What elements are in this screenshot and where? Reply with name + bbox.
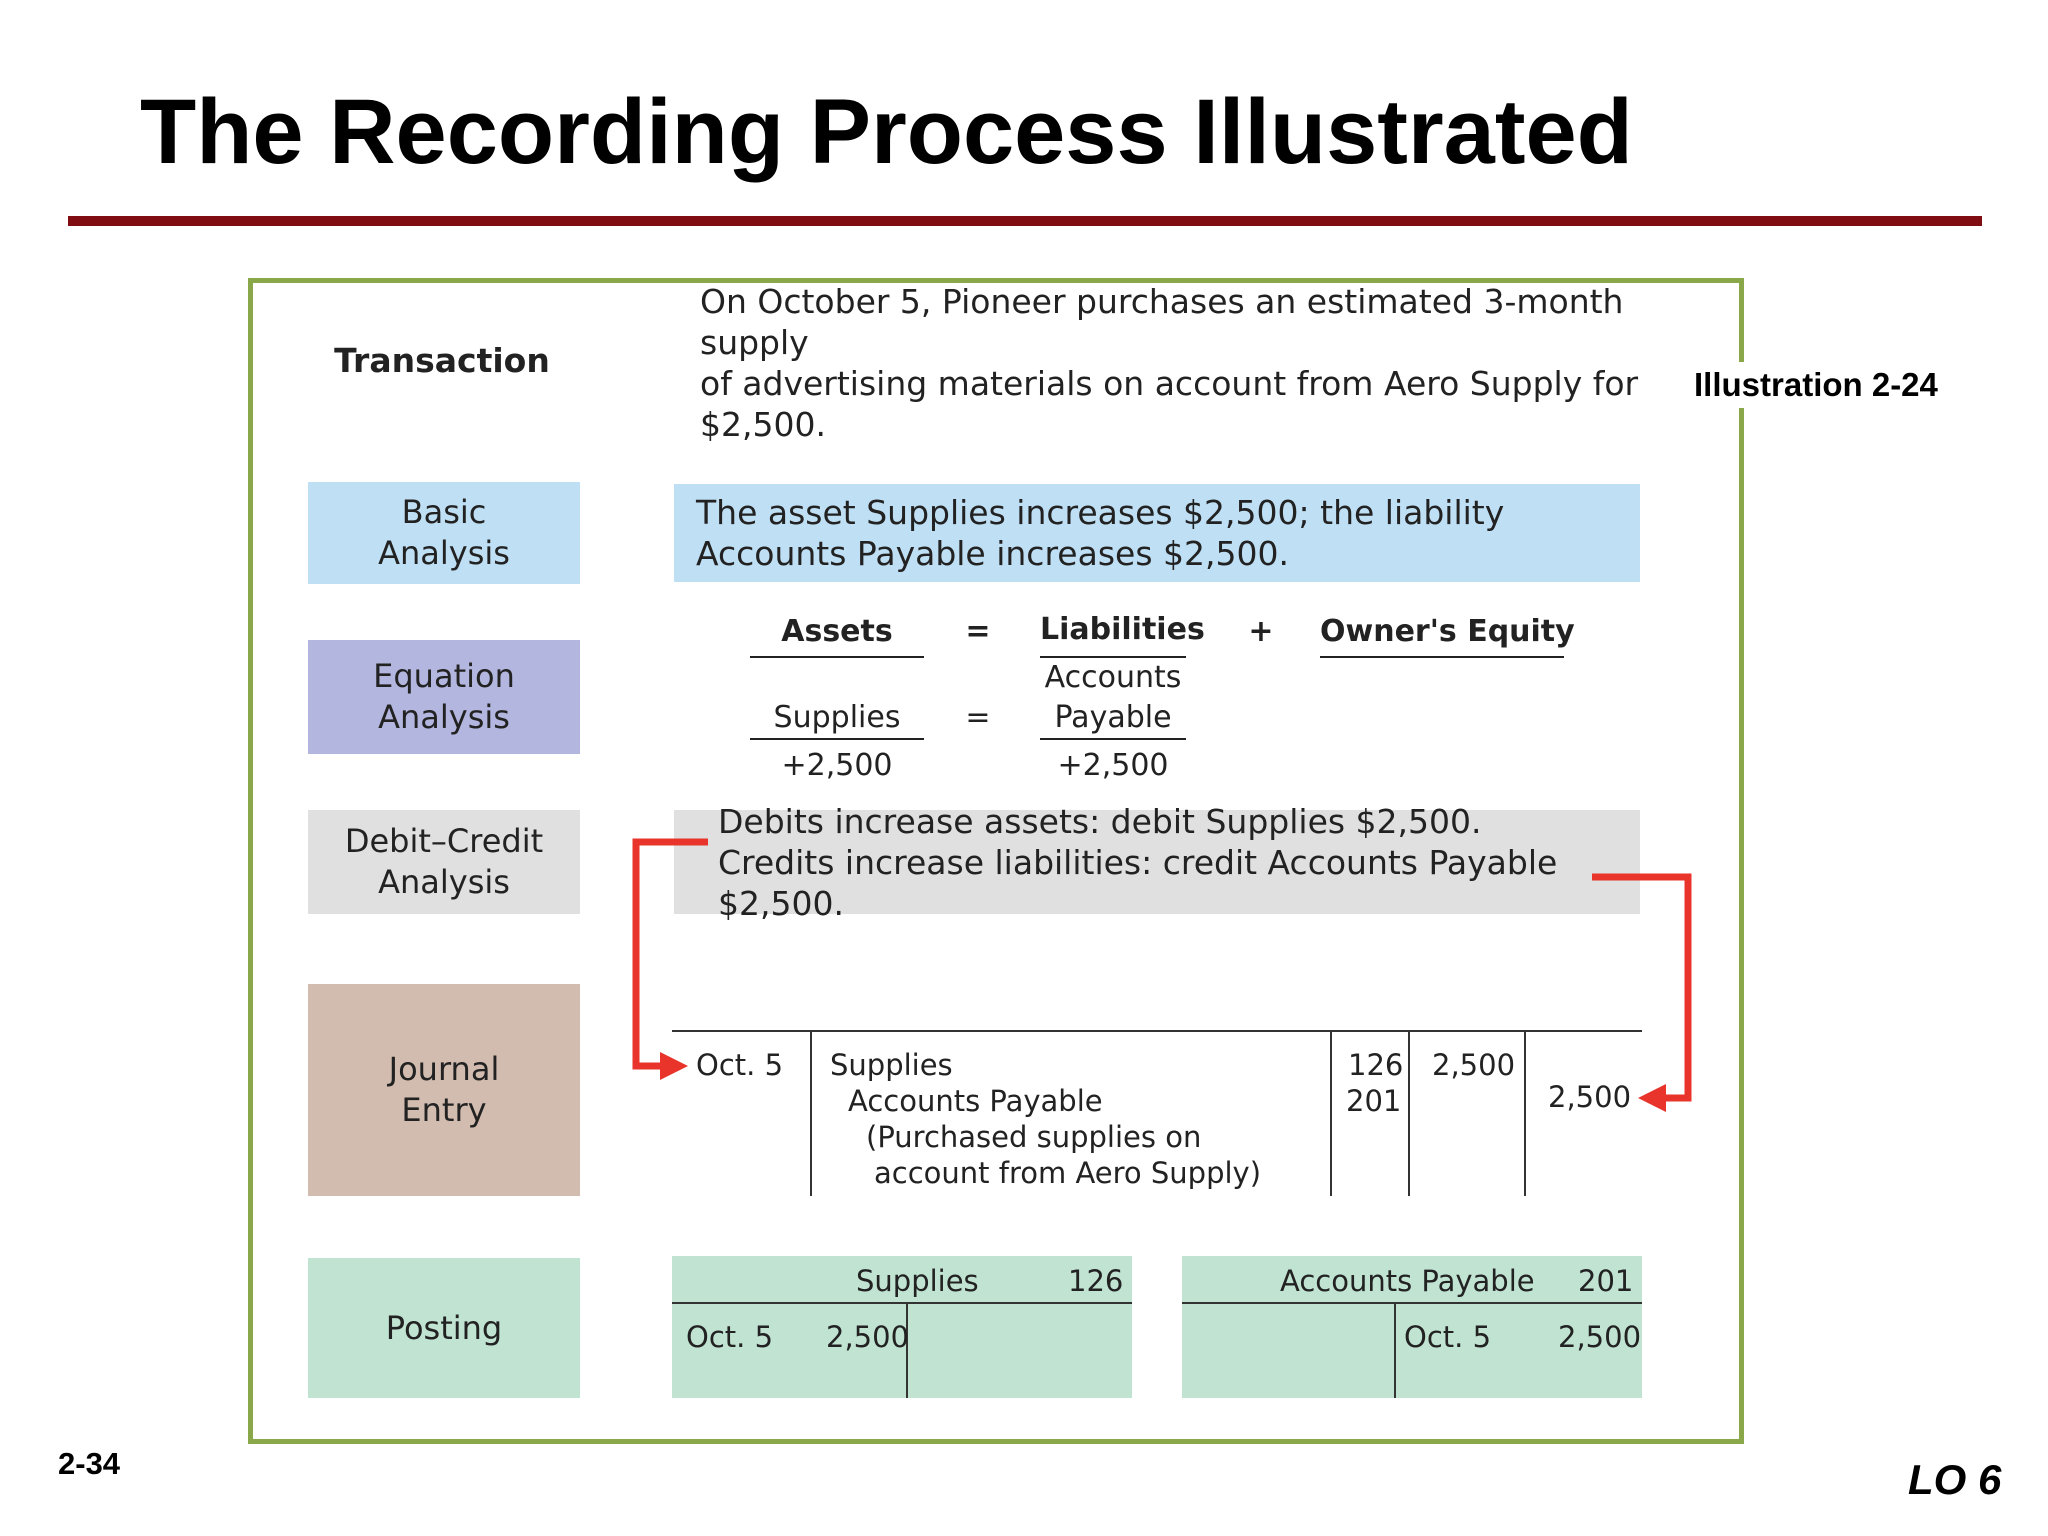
plus-sign: + <box>1248 614 1274 649</box>
basic-analysis-text-line1: The asset Supplies increases $2,500; the… <box>696 493 1505 532</box>
journal-entry-label-line1: Journal <box>388 1050 500 1088</box>
accounts-payable-t-account-name: Accounts Payable <box>1280 1264 1535 1298</box>
supplies-t-account: Supplies 126 Oct. 5 2,500 <box>672 1256 1132 1398</box>
accounts-payable-t-account-number: 201 <box>1578 1264 1634 1298</box>
supplies-t-account-rule <box>672 1302 1132 1304</box>
debit-credit-text-line1: Debits increase assets: debit Supplies $… <box>718 801 1482 841</box>
journal-entry-label-line2: Entry <box>401 1091 487 1129</box>
journal-credit-account: Accounts Payable <box>848 1084 1103 1118</box>
assets-underline <box>750 656 924 658</box>
liability-account-line2: Payable <box>1054 700 1172 735</box>
journal-credit-amount: 2,500 <box>1548 1080 1632 1114</box>
assets-header: Assets <box>781 614 893 649</box>
equals-sign-accounts: = <box>965 700 991 735</box>
liability-change: +2,500 <box>1057 748 1169 783</box>
transaction-label-text: Transaction <box>334 340 550 380</box>
liabilities-underline <box>1040 656 1186 658</box>
supplies-t-account-number: 126 <box>1068 1264 1124 1298</box>
journal-debit-ref: 126 <box>1348 1048 1404 1082</box>
basic-analysis-label: Basic Analysis <box>308 482 580 584</box>
journal-credit-ref: 201 <box>1346 1084 1402 1118</box>
liability-account-line1: Accounts <box>1044 660 1182 695</box>
journal-credit-divider <box>1524 1030 1526 1196</box>
learning-objective: LO 6 <box>1908 1456 2002 1503</box>
debit-credit-analysis-label: Debit–Credit Analysis <box>308 810 580 914</box>
debit-arrow <box>632 838 708 1080</box>
debit-credit-label-line1: Debit–Credit <box>344 822 544 860</box>
posting-label: Posting <box>308 1258 580 1398</box>
debit-credit-label-line2: Analysis <box>378 863 510 901</box>
basic-analysis-label-line2: Analysis <box>378 534 510 572</box>
supplies-t-account-divider <box>906 1302 908 1398</box>
credit-arrow <box>1592 873 1692 1112</box>
liabilities-header: Liabilities <box>1040 612 1205 647</box>
journal-explanation-line1: (Purchased supplies on <box>866 1120 1202 1154</box>
journal-date: Oct. 5 <box>696 1048 784 1082</box>
accounts-payable-t-account-date: Oct. 5 <box>1404 1320 1492 1354</box>
journal-ref-divider <box>1330 1030 1332 1196</box>
supplies-t-account-name: Supplies <box>856 1264 979 1298</box>
basic-analysis-label-line1: Basic <box>401 493 487 531</box>
journal-entry-label: Journal Entry <box>308 984 580 1196</box>
supplies-t-account-debit: 2,500 <box>826 1320 910 1354</box>
journal-top-rule <box>672 1030 1642 1032</box>
basic-analysis-text-line2: Accounts Payable increases $2,500. <box>696 534 1289 573</box>
accounts-payable-t-account: Accounts Payable 201 Oct. 5 2,500 <box>1182 1256 1642 1398</box>
journal-debit-divider <box>1408 1030 1410 1196</box>
journal-explanation-line2: account from Aero Supply) <box>874 1156 1262 1190</box>
accounts-payable-t-account-rule <box>1182 1302 1642 1304</box>
slide-title: The Recording Process Illustrated <box>140 81 1633 183</box>
debit-credit-text-line2: Credits increase liabilities: credit Acc… <box>718 842 1558 923</box>
equation-analysis-label: Equation Analysis <box>308 640 580 754</box>
liability-account-underline <box>1040 738 1186 740</box>
accounts-payable-t-account-divider <box>1394 1302 1396 1398</box>
equals-sign-header: = <box>965 614 991 649</box>
owners-equity-underline <box>1320 656 1564 658</box>
transaction-label: Transaction <box>306 330 578 390</box>
illustration-label: Illustration 2-24 <box>1688 362 1944 408</box>
asset-change: +2,500 <box>781 748 893 783</box>
journal-debit-account: Supplies <box>830 1048 953 1082</box>
transaction-text-line2: of advertising materials on account from… <box>700 364 1639 444</box>
basic-analysis-text: The asset Supplies increases $2,500; the… <box>674 484 1640 582</box>
equation-analysis-label-line2: Analysis <box>378 698 510 736</box>
supplies-t-account-date: Oct. 5 <box>686 1320 774 1354</box>
title-rule <box>68 216 1982 226</box>
posting-label-text: Posting <box>385 1308 503 1347</box>
accounts-payable-t-account-credit: 2,500 <box>1558 1320 1642 1354</box>
transaction-text: On October 5, Pioneer purchases an estim… <box>700 282 1660 444</box>
asset-account: Supplies <box>773 700 901 735</box>
journal-debit-amount: 2,500 <box>1432 1048 1516 1082</box>
asset-account-underline <box>750 738 924 740</box>
debit-credit-text: Debits increase assets: debit Supplies $… <box>674 802 1640 923</box>
owners-equity-header: Owner's Equity <box>1320 614 1575 649</box>
page-number: 2-34 <box>58 1446 121 1481</box>
transaction-text-line1: On October 5, Pioneer purchases an estim… <box>700 282 1624 362</box>
journal-date-divider <box>810 1030 812 1196</box>
equation-analysis-label-line1: Equation <box>373 657 515 695</box>
